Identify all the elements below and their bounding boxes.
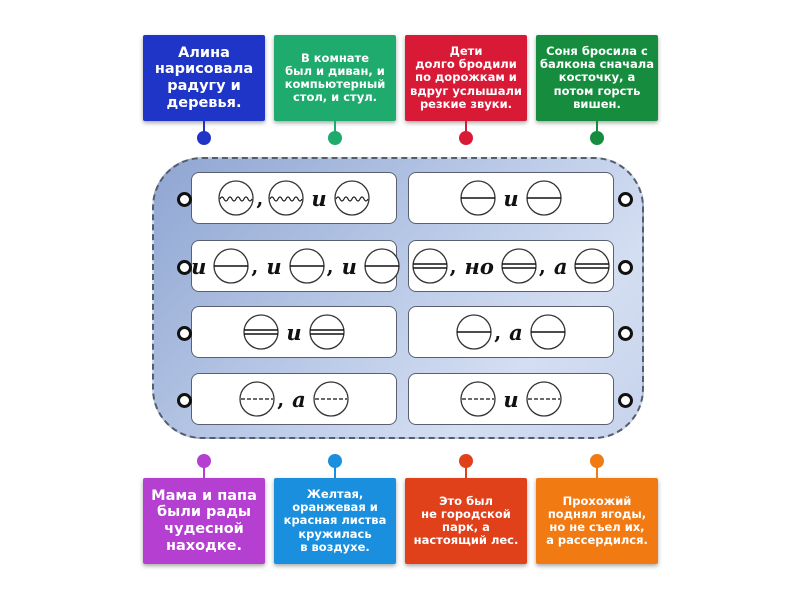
top-card-2[interactable]: В комнате был и диван, и компьютерный ст… — [274, 35, 396, 121]
comma: , — [277, 387, 285, 411]
wavy-line-circle-icon — [217, 179, 255, 217]
conjunction: а — [509, 319, 523, 345]
conjunction: и — [266, 253, 282, 279]
comma: , — [326, 254, 334, 278]
connector-hole[interactable] — [177, 260, 192, 275]
drop-slot-right-2[interactable]: , но, а — [408, 240, 614, 292]
connector-dot[interactable] — [197, 454, 211, 468]
conjunction: и — [503, 185, 519, 211]
connector-dot[interactable] — [328, 131, 342, 145]
connector-dot[interactable] — [197, 131, 211, 145]
connector-hole[interactable] — [618, 192, 633, 207]
single-line-circle-icon — [212, 247, 250, 285]
double-line-circle-icon — [573, 247, 611, 285]
conjunction: и — [286, 319, 302, 345]
top-card-1[interactable]: Алина нарисовала радугу и деревья. — [143, 35, 265, 121]
double-line-circle-icon — [308, 313, 346, 351]
single-line-circle-icon — [288, 247, 326, 285]
connector-stem — [465, 466, 467, 478]
conjunction: и — [311, 185, 327, 211]
card-text: Соня бросила с балкона сначала косточку,… — [540, 43, 654, 111]
drop-slot-left-4[interactable]: ,а — [191, 373, 397, 425]
conjunction: а — [292, 386, 306, 412]
card-text: Желтая, оранжевая и красная листва кружи… — [283, 486, 387, 554]
connector-stem — [596, 466, 598, 478]
connector-dot[interactable] — [459, 131, 473, 145]
bottom-card-2[interactable]: Желтая, оранжевая и красная листва кружи… — [274, 478, 396, 564]
connector-dot[interactable] — [590, 454, 604, 468]
connector-dot[interactable] — [590, 131, 604, 145]
single-line-circle-icon — [455, 313, 493, 351]
bottom-card-4[interactable]: Прохожий поднял ягоды, но не съел их, а … — [536, 478, 658, 564]
drop-slot-left-2[interactable]: и, и, и — [191, 240, 400, 292]
connector-hole[interactable] — [177, 192, 192, 207]
connector-stem — [334, 466, 336, 478]
card-text: Мама и папа были рады чудесной находке. — [151, 487, 257, 554]
card-text: Прохожий поднял ягоды, но не съел их, а … — [546, 493, 648, 548]
drop-slot-right-3[interactable]: ,а — [408, 306, 614, 358]
dashed-line-circle-icon — [238, 380, 276, 418]
single-line-circle-icon — [459, 179, 497, 217]
conjunction: и — [191, 253, 207, 279]
drop-slot-right-4[interactable]: и — [408, 373, 614, 425]
dashed-line-circle-icon — [459, 380, 497, 418]
card-text: Алина нарисовала радугу и деревья. — [154, 44, 254, 111]
dashed-line-circle-icon — [525, 380, 563, 418]
bottom-card-3[interactable]: Это был не городской парк, а настоящий л… — [405, 478, 527, 564]
comma: , — [256, 186, 264, 210]
comma: , — [494, 320, 502, 344]
wavy-line-circle-icon — [267, 179, 305, 217]
connector-stem — [596, 121, 598, 133]
card-text: Это был не городской парк, а настоящий л… — [413, 493, 519, 548]
connector-hole[interactable] — [177, 326, 192, 341]
top-card-3[interactable]: Дети долго бродили по дорожкам и вдруг у… — [405, 35, 527, 121]
double-line-circle-icon — [500, 247, 538, 285]
connector-stem — [203, 466, 205, 478]
connector-stem — [465, 121, 467, 133]
connector-stem — [334, 121, 336, 133]
connector-hole[interactable] — [618, 393, 633, 408]
comma: , — [251, 254, 259, 278]
double-line-circle-icon — [242, 313, 280, 351]
card-text: Дети долго бродили по дорожкам и вдруг у… — [410, 43, 522, 111]
connector-dot[interactable] — [459, 454, 473, 468]
comma: , — [449, 254, 457, 278]
dashed-line-circle-icon — [312, 380, 350, 418]
conjunction: но — [464, 253, 494, 279]
card-text: В комнате был и диван, и компьютерный ст… — [284, 50, 386, 105]
drop-slot-left-3[interactable]: и — [191, 306, 397, 358]
connector-dot[interactable] — [328, 454, 342, 468]
double-line-circle-icon — [411, 247, 449, 285]
bottom-card-1[interactable]: Мама и папа были рады чудесной находке. — [143, 478, 265, 564]
drop-slot-right-1[interactable]: и — [408, 172, 614, 224]
drop-slot-left-1[interactable]: ,и — [191, 172, 397, 224]
comma: , — [538, 254, 546, 278]
single-line-circle-icon — [363, 247, 401, 285]
single-line-circle-icon — [529, 313, 567, 351]
conjunction: и — [503, 386, 519, 412]
conjunction: и — [341, 253, 357, 279]
connector-hole[interactable] — [618, 260, 633, 275]
connector-hole[interactable] — [618, 326, 633, 341]
single-line-circle-icon — [525, 179, 563, 217]
conjunction: а — [553, 253, 568, 279]
top-card-4[interactable]: Соня бросила с балкона сначала косточку,… — [536, 35, 658, 121]
wavy-line-circle-icon — [333, 179, 371, 217]
connector-hole[interactable] — [177, 393, 192, 408]
connector-stem — [203, 121, 205, 133]
